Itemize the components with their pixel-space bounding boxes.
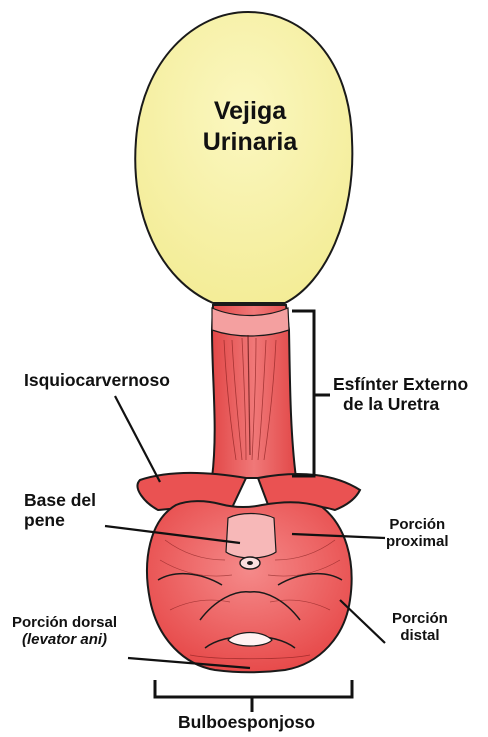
bulbo-label: Bulboesponjoso: [178, 712, 315, 732]
bladder-label: Vejiga Urinaria: [195, 96, 305, 159]
proximal-label-line1: Porción: [386, 516, 449, 533]
distal-label-line2: distal: [392, 627, 448, 644]
bladder-label-line1: Vejiga: [195, 96, 305, 127]
base-label-line1: Base del: [24, 490, 96, 510]
urethral-orifice-inner: [247, 561, 253, 565]
isquio-label: Isquiocarvernoso: [24, 370, 170, 390]
esfinter-label-line2: de la Uretra: [333, 394, 468, 414]
base-label: Base del pene: [24, 490, 96, 530]
bulbo-bracket: [155, 680, 352, 712]
proximal-label-line2: proximal: [386, 533, 449, 550]
base-del-pene-region: [226, 514, 276, 559]
esfinter-label-line1: Esfínter Externo: [333, 374, 468, 394]
dorsal-label-line1: Porción dorsal: [12, 614, 117, 631]
distal-leader: [340, 600, 385, 643]
distal-label: Porción distal: [392, 610, 448, 645]
esfinter-label: Esfínter Externo de la Uretra: [333, 374, 468, 414]
esfinter-bracket: [292, 311, 330, 476]
proximal-label: Porción proximal: [386, 516, 449, 551]
dorsal-label-line2: (levator ani): [12, 631, 117, 648]
dorsal-label: Porción dorsal (levator ani): [12, 614, 117, 649]
distal-label-line1: Porción: [392, 610, 448, 627]
base-label-line2: pene: [24, 510, 96, 530]
bladder-label-line2: Urinaria: [195, 127, 305, 158]
isquio-leader: [115, 396, 160, 482]
